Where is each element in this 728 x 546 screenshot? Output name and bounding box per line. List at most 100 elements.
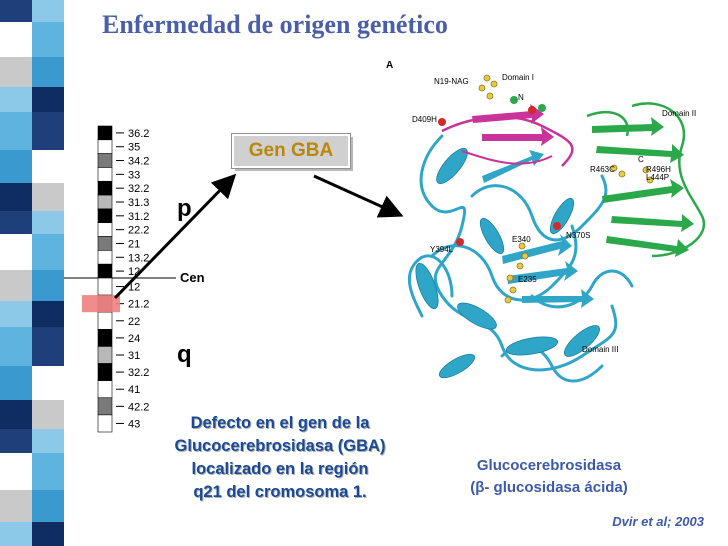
strip-block [0, 150, 32, 183]
strip-block [32, 400, 64, 429]
p-arm-band [97, 139, 113, 154]
p-band-label: 36.2 [128, 128, 149, 140]
p-arm-band [97, 208, 113, 224]
label-l444p: L444P [646, 173, 669, 182]
p-band-label: 35 [128, 142, 140, 154]
strip-block [32, 112, 64, 150]
strip-block [32, 211, 64, 234]
q-arm-band [97, 363, 113, 381]
q-band-label: 42.2 [128, 401, 149, 413]
label-domain-1: Domain I [502, 73, 534, 82]
domain-3-strands [482, 150, 594, 308]
p-arm-band [97, 180, 113, 196]
strip-block [0, 211, 32, 234]
strip-block [0, 87, 32, 112]
strip-block [0, 270, 32, 301]
active-site-residues [478, 74, 654, 304]
q-band-label: 32.2 [128, 367, 149, 379]
label-n-terminus: N [518, 93, 524, 102]
defect-description: Defecto en el gen de la Glucocerebrosida… [140, 412, 420, 504]
p-band-label: 34.2 [128, 156, 149, 168]
label-n19-nag: N19-NAG [434, 77, 469, 86]
p-band-label: 21 [128, 238, 140, 250]
p-arm-band [97, 263, 113, 279]
strip-block [0, 0, 32, 22]
label-domain-3: Domain III [582, 345, 618, 354]
p-band-label: 13.2 [128, 252, 149, 264]
p-band-label: 22.2 [128, 225, 149, 237]
p-arm-band [97, 153, 113, 168]
strip-block [32, 327, 64, 366]
p-band-label: 12 [128, 266, 140, 278]
domain-1-markers [510, 96, 546, 112]
enzyme-caption: Glucocerebrosidasa (β- glucosidasa ácida… [440, 455, 658, 499]
q-band-label: 43 [128, 418, 140, 430]
p-arm-band [97, 236, 113, 251]
q-band-label: 31 [128, 350, 140, 362]
strip-block [32, 453, 64, 490]
strip-block [32, 270, 64, 301]
strip-block [0, 234, 32, 270]
strip-block [32, 366, 64, 400]
strip-block [0, 57, 32, 87]
q-band-label: 21.2 [128, 299, 149, 311]
q-band-label: 22 [128, 316, 140, 328]
p-arm-band [97, 194, 113, 210]
domain-2-structure [586, 102, 706, 258]
strip-block [32, 522, 64, 546]
label-e340: E340 [512, 235, 531, 244]
strip-block [32, 22, 64, 57]
p-band-label: 31.2 [128, 211, 149, 223]
strip-block [0, 453, 32, 490]
strip-block [0, 490, 32, 522]
mutation-sites [438, 106, 561, 246]
p-arm-band [97, 125, 113, 141]
label-n370s: N370S [566, 231, 590, 240]
domain-1-structure [441, 104, 574, 167]
decorative-side-strip [0, 0, 64, 546]
q-arm-band [97, 380, 113, 399]
strip-block [0, 522, 32, 546]
p-arm-band [97, 250, 113, 265]
strip-block [32, 490, 64, 522]
protein-structure-figure: A [386, 60, 706, 383]
label-y394l: Y394L [430, 245, 454, 254]
p-band-label: 31.3 [128, 197, 149, 209]
label-r496h: R496H [646, 165, 671, 174]
defect-line-4: q21 del cromosoma 1. [193, 483, 367, 501]
chromosome-1-ideogram: 36.23534.23332.231.331.222.22113.2121221… [64, 125, 205, 433]
q-arm-band [97, 397, 113, 416]
panel-label-a: A [386, 60, 393, 71]
defect-line-1: Defecto en el gen de la [190, 414, 370, 432]
q-arm-band [97, 329, 113, 347]
strip-block [0, 22, 32, 57]
p-band-label: 32.2 [128, 183, 149, 195]
strip-block [32, 57, 64, 87]
strip-block [0, 429, 32, 453]
label-c-terminus: C [638, 155, 644, 164]
label-domain-2: Domain II [662, 109, 696, 118]
strip-block [32, 301, 64, 327]
strip-block [32, 87, 64, 112]
strip-block [0, 366, 32, 400]
gene-gba-label: Gen GBA [248, 140, 334, 161]
q-arm-band [97, 414, 113, 433]
label-r463c: R463C [590, 165, 615, 174]
arm-q-label: q [177, 341, 192, 368]
gba-locus-highlight [82, 295, 120, 313]
label-d409h: D409H [412, 115, 437, 124]
p-arm-band [97, 222, 113, 237]
q-band-label: 12 [128, 282, 140, 294]
q-arm-band [97, 311, 113, 330]
strip-block [32, 0, 64, 22]
strip-block [0, 301, 32, 327]
q-arm-band [97, 277, 113, 296]
strip-block [32, 234, 64, 270]
enzyme-name: Glucocerebrosidasa [476, 457, 622, 474]
q-band-label: 41 [128, 384, 140, 396]
q-band-label: 24 [128, 333, 140, 345]
arm-p-label: p [177, 195, 192, 222]
strip-block [32, 183, 64, 211]
strip-block [32, 429, 64, 453]
centromere-label: Cen [180, 270, 205, 285]
